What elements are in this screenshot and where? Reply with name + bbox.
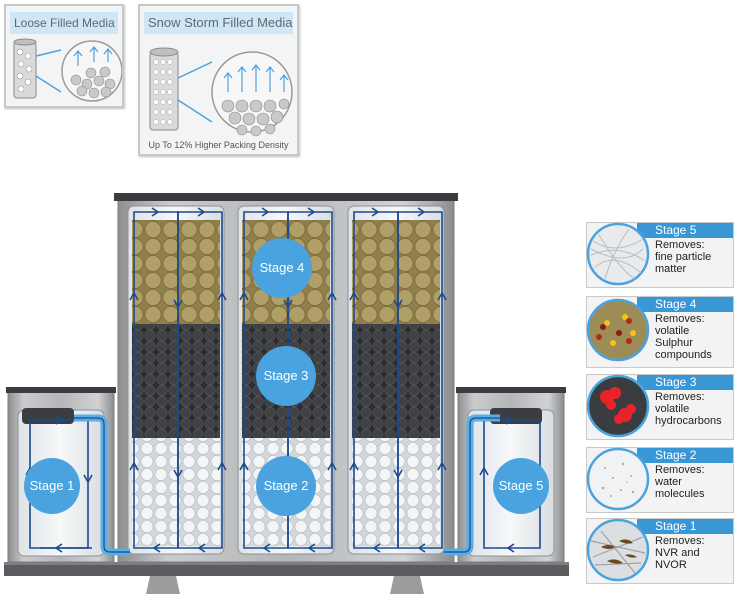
nvr-media-icon xyxy=(586,518,650,582)
snow-storm-media-panel: Snow Storm Filled Media Up To 12% Higher… xyxy=(138,4,299,156)
legend-stage-5-text: Removes: fine particle matter xyxy=(655,239,712,275)
packing-density-caption: Up To 12% Higher Packing Density xyxy=(148,140,289,150)
stage-1-label: Stage 1 xyxy=(29,478,75,493)
loose-media-illustration xyxy=(13,38,122,102)
hydrocarbon-media-icon xyxy=(586,374,650,438)
stage-2-circle xyxy=(256,456,316,516)
legend-stage-1-title: Stage 1 xyxy=(637,519,733,534)
sulphur-media-icon xyxy=(586,298,650,362)
fiber-media-icon xyxy=(586,222,650,286)
base-plate xyxy=(4,562,569,576)
legend-stage-2-text: Removes: water molecules xyxy=(655,464,705,500)
column-left xyxy=(127,205,225,555)
legend-stage-1-text: Removes: NVR and NVOR xyxy=(655,535,705,571)
water-media-icon xyxy=(586,447,650,511)
stage-4-label: Stage 4 xyxy=(259,260,305,275)
stage-4-circle xyxy=(252,238,312,298)
stage-2-label: Stage 2 xyxy=(263,478,309,493)
stage-3-circle xyxy=(256,346,316,406)
legend-stage-1: Stage 1 Removes: NVR and NVOR xyxy=(586,518,734,584)
flow-paths xyxy=(29,211,541,549)
left-foot xyxy=(146,576,180,594)
stage-5-label: Stage 5 xyxy=(498,478,544,493)
legend-stage-3-title: Stage 3 xyxy=(637,375,733,390)
stage-3-label: Stage 3 xyxy=(263,368,309,383)
legend-stage-3-text: Removes: volatile hydrocarbons xyxy=(655,391,722,427)
legend-stage-2: Stage 2 Removes: water molecules xyxy=(586,447,734,513)
legend-stage-4: Stage 4 Removes: volatile Sulphur compou… xyxy=(586,296,734,368)
legend-stage-2-title: Stage 2 xyxy=(637,448,733,463)
main-housing-lid xyxy=(114,193,458,201)
column-right xyxy=(347,205,445,555)
filter-assembly-diagram xyxy=(4,193,569,594)
snow-storm-media-illustration xyxy=(149,47,293,137)
snow-storm-media-title: Snow Storm Filled Media xyxy=(144,12,293,34)
stage-1-circle xyxy=(24,458,80,514)
right-foot xyxy=(390,576,424,594)
loose-media-panel: Loose Filled Media xyxy=(4,4,124,108)
legend-stage-5-title: Stage 5 xyxy=(637,223,733,238)
legend-stage-4-title: Stage 4 xyxy=(637,297,733,312)
legend-stage-4-text: Removes: volatile Sulphur compounds xyxy=(655,313,712,361)
legend-stage-5: Stage 5 Removes: fine particle matter xyxy=(586,222,734,288)
legend-stage-3: Stage 3 Removes: volatile hydrocarbons xyxy=(586,374,734,440)
stage-5-circle xyxy=(493,458,549,514)
loose-media-title: Loose Filled Media xyxy=(10,12,118,34)
